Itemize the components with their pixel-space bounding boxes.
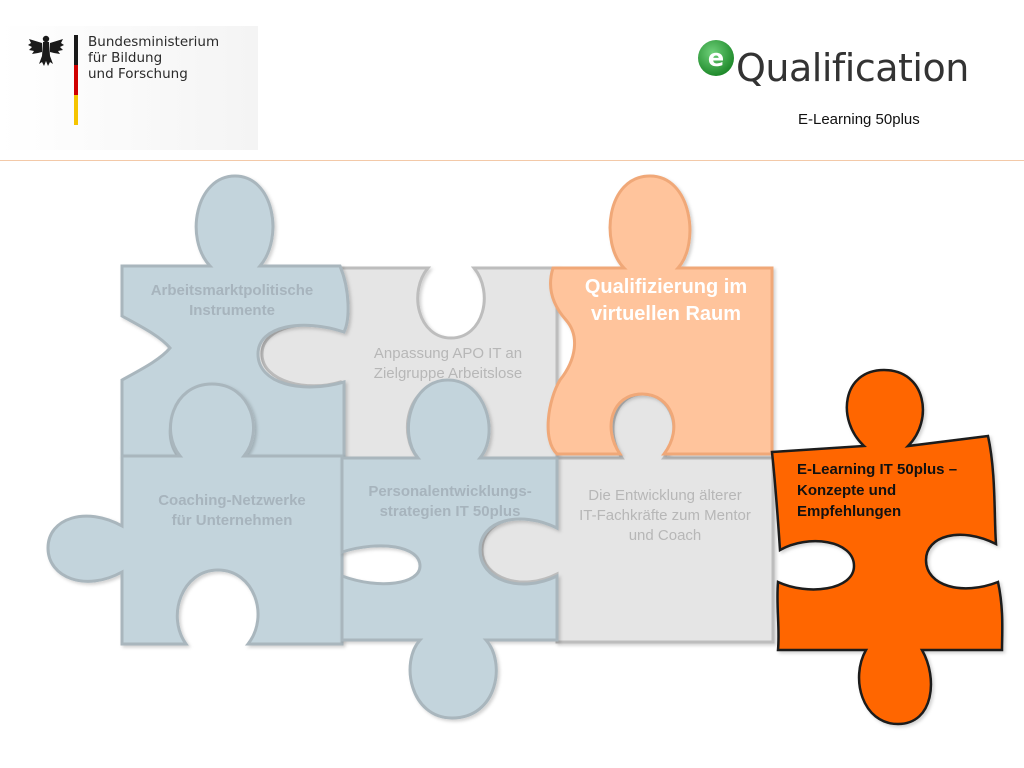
label-line: IT-Fachkräfte zum Mentor xyxy=(579,507,751,524)
label-line: Die Entwicklung älterer xyxy=(588,487,742,504)
ministry-name-line: Bundesministerium xyxy=(88,34,220,50)
label-line: Personalentwicklungs- xyxy=(368,483,532,500)
label-elearning: E-Learning IT 50plus – Konzepte und Empf… xyxy=(797,459,997,522)
logo-subtitle: E-Learning 50plus xyxy=(798,111,920,128)
label-line: strategien IT 50plus xyxy=(379,503,521,520)
puzzle-piece-elearning[interactable] xyxy=(770,368,1004,726)
puzzle-piece-arbeitsmarkt[interactable] xyxy=(120,174,350,458)
label-line: Konzepte und xyxy=(797,482,897,499)
header-divider xyxy=(0,160,1024,161)
puzzle-piece-coaching[interactable] xyxy=(46,382,344,646)
label-entwicklung: Die Entwicklung älterer IT-Fachkräfte zu… xyxy=(560,486,770,546)
label-line: Qualifizierung im xyxy=(584,276,748,298)
german-flag-bar xyxy=(74,35,78,125)
ministry-name-line: für Bildung xyxy=(88,50,163,66)
label-line: E-Learning IT 50plus – xyxy=(797,461,958,478)
label-line: Coaching-Netzwerke xyxy=(158,492,306,509)
ministry-name-line: und Forschung xyxy=(88,66,188,82)
page-header: Bundesministerium für Bildung und Forsch… xyxy=(0,0,1024,160)
label-line: Zielgruppe Arbeitslose xyxy=(373,365,523,382)
federal-eagle-icon xyxy=(28,35,64,66)
label-qualifizierung: Qualifizierung im virtuellen Raum xyxy=(560,274,772,328)
label-coaching: Coaching-Netzwerke für Unternehmen xyxy=(130,491,334,531)
label-line: Arbeitsmarktpolitische xyxy=(150,282,314,299)
ministry-name: Bundesministerium für Bildung und Forsch… xyxy=(88,34,219,82)
label-line: für Unternehmen xyxy=(171,512,293,529)
label-anpassung: Anpassung APO IT an Zielgruppe Arbeitslo… xyxy=(346,344,550,384)
e-badge-letter: e xyxy=(708,44,724,72)
label-line: und Coach xyxy=(628,527,702,544)
label-line: virtuellen Raum xyxy=(590,303,742,325)
label-line: Instrumente xyxy=(189,302,275,319)
puzzle-piece-qualifizierung[interactable] xyxy=(546,174,774,456)
logo-wordmark: Qualification xyxy=(736,46,969,90)
label-arbeitsmarkt: Arbeitsmarktpolitische Instrumente xyxy=(130,281,334,321)
label-personal: Personalentwicklungs- strategien IT 50pl… xyxy=(346,482,554,522)
puzzle-piece-personal[interactable] xyxy=(340,378,559,720)
label-line: Empfehlungen xyxy=(797,503,902,520)
e-badge-icon: e xyxy=(698,40,734,76)
equalification-logo: e Qualification xyxy=(696,38,969,98)
label-line: Anpassung APO IT an xyxy=(373,345,523,362)
